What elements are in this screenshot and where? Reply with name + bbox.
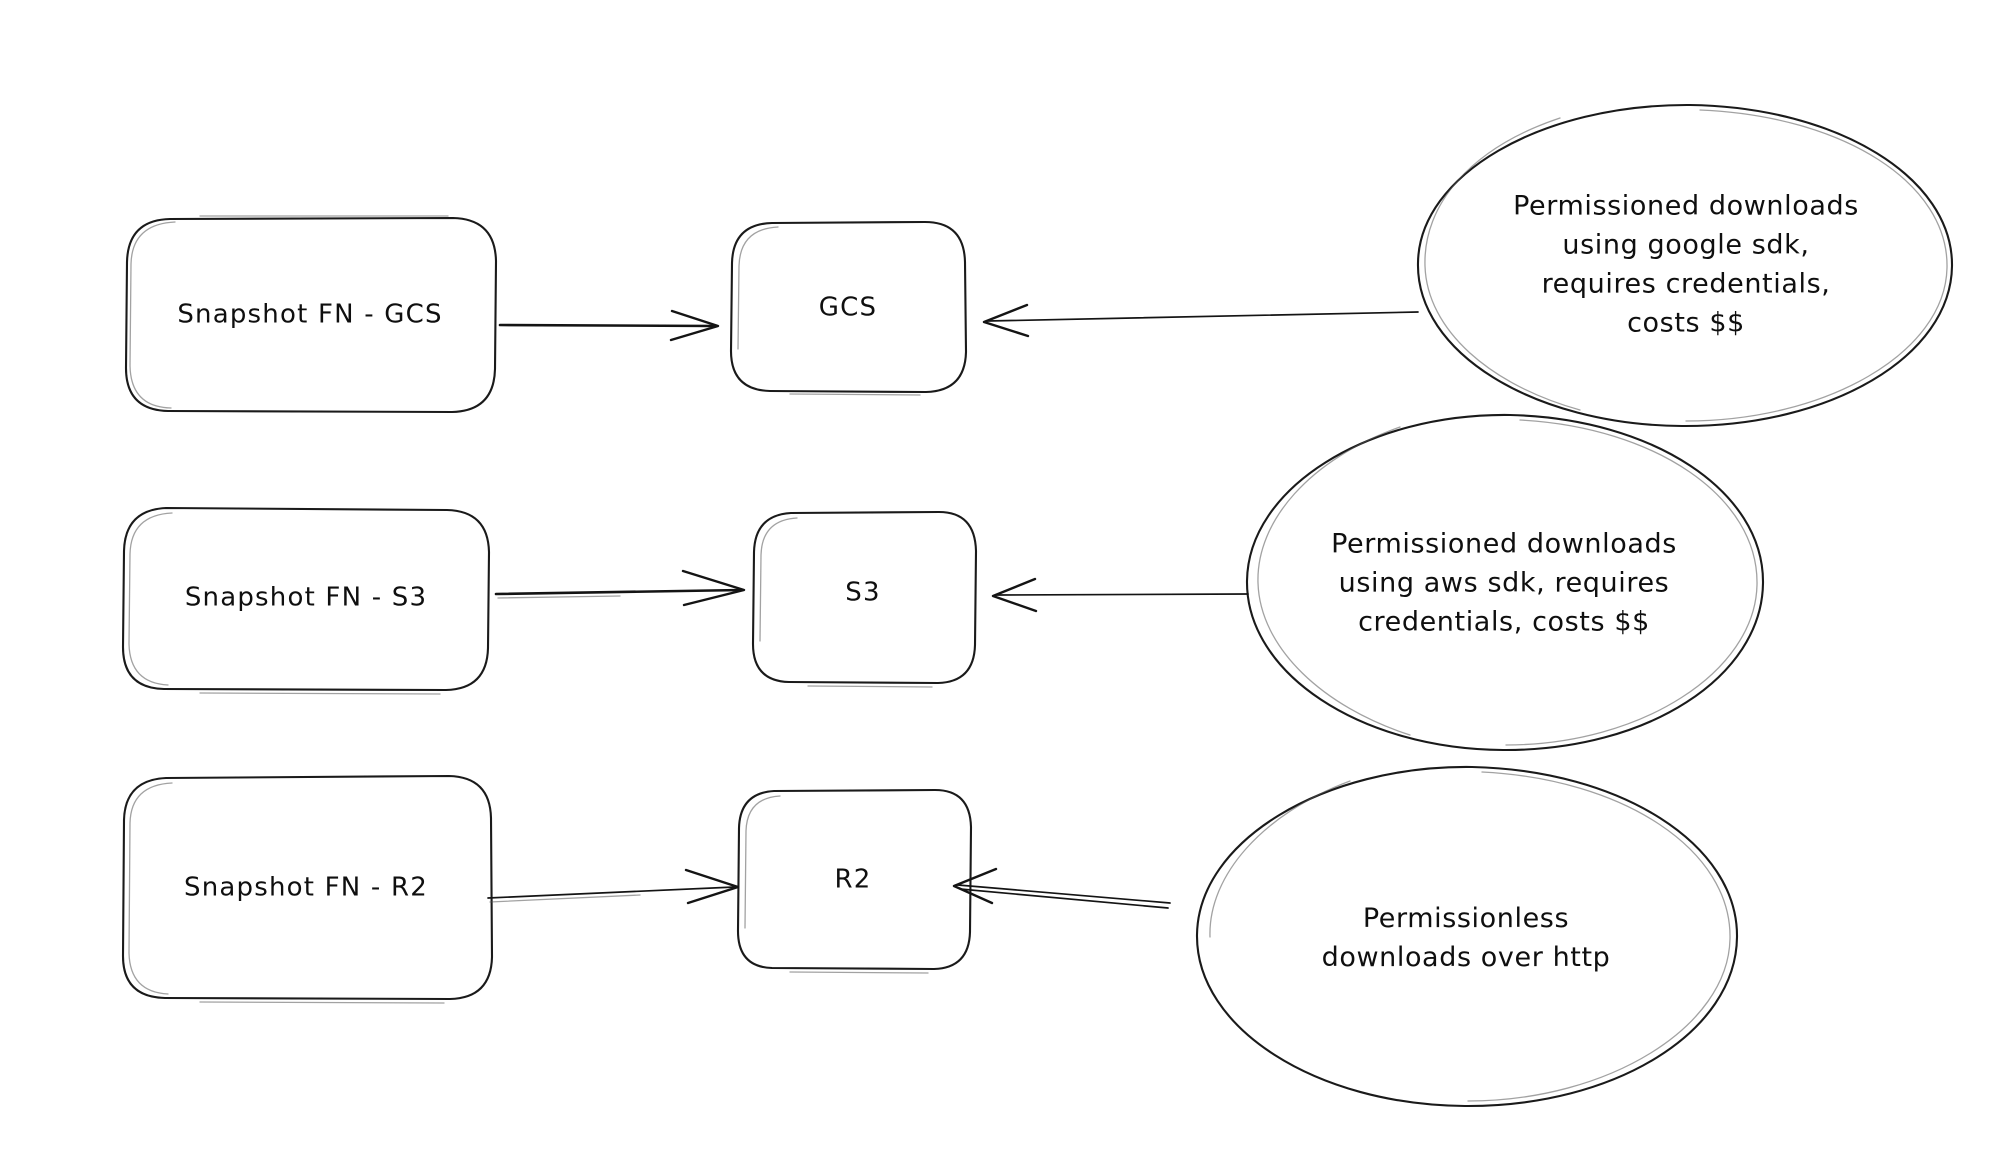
arrow-snapshot-gcs-to-gcs [498,309,720,342]
node-r2[interactable] [736,788,973,974]
note-r2-ellipse [1195,765,1739,1108]
note-label-r2: Permissionless downloads over http [1321,902,1611,973]
node-label-snapshot-fn-r2: Snapshot FN - R2 [184,872,428,903]
node-label-s3: S3 [845,577,881,608]
node-label-snapshot-fn-s3: Snapshot FN - S3 [184,582,428,613]
arrow-snapshot-s3-to-s3 [494,569,746,607]
note-label-s3: Permissioned downloads using aws sdk, re… [1331,528,1677,638]
arrow-note-gcs-to-gcs [982,303,1419,338]
note-s3-ellipse [1245,413,1765,752]
node-snapshot-fn-s3[interactable] [121,506,491,695]
arrow-note-s3-to-s3 [991,577,1249,613]
node-gcs[interactable] [729,220,968,396]
node-s3[interactable] [751,510,978,688]
node-label-r2: R2 [834,864,872,895]
node-label-snapshot-fn-gcs: Snapshot FN - GCS [177,299,443,330]
arrow-note-r2-to-r2 [952,867,1171,909]
node-snapshot-fn-gcs[interactable] [124,215,498,414]
note-gcs-ellipse [1416,103,1954,428]
node-label-gcs: GCS [818,292,878,323]
node-snapshot-fn-r2[interactable] [121,774,494,1004]
note-label-gcs: Permissioned downloads using google sdk,… [1513,190,1859,340]
arrow-snapshot-r2-to-r2 [487,868,740,905]
